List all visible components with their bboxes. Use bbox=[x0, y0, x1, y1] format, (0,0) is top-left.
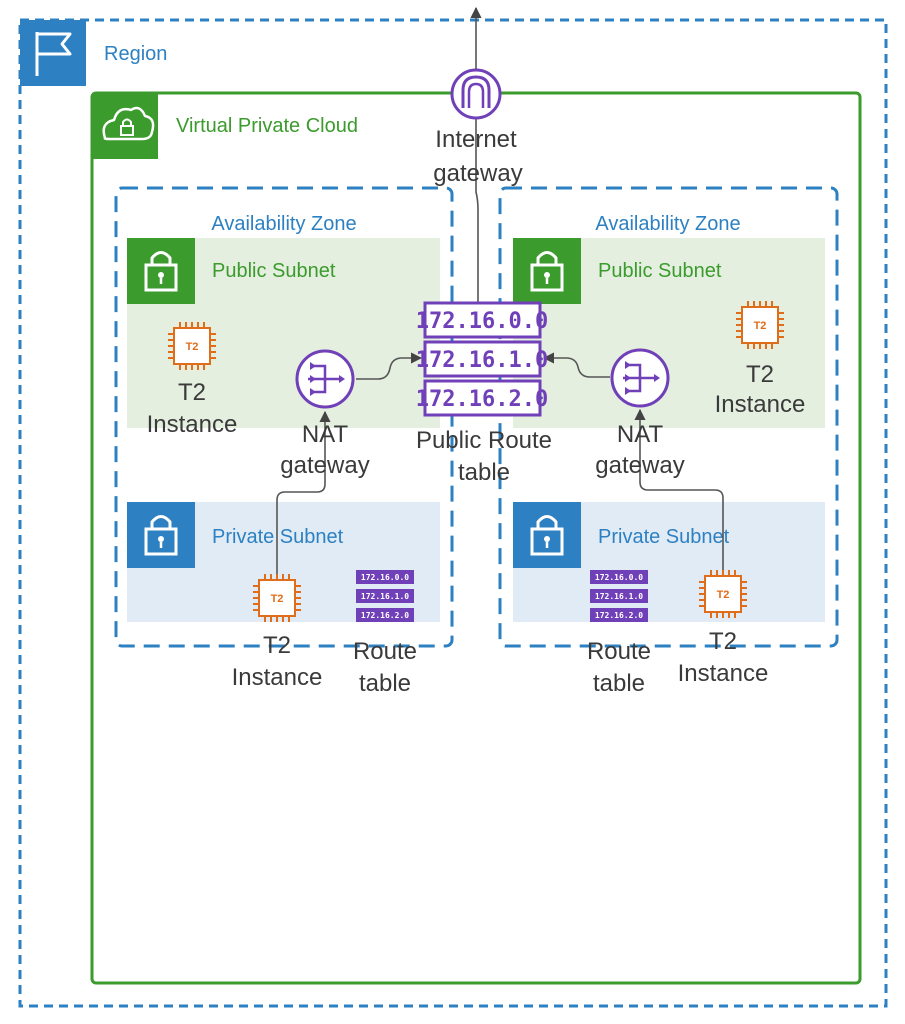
vpc-cloud-icon bbox=[92, 93, 158, 159]
instance-left-private-label-2: Instance bbox=[232, 664, 323, 691]
lock-icon bbox=[513, 238, 581, 304]
instance-right-private-label-1: T2 bbox=[709, 628, 737, 655]
route-table-left: 172.16.0.0 172.16.1.0 172.16.2.0 Route t… bbox=[353, 570, 417, 697]
public-route-table-label-1: Public Route bbox=[416, 427, 552, 454]
nat-gateway-icon bbox=[610, 348, 670, 408]
az-left-private-subnet-label: Private Subnet bbox=[212, 526, 344, 548]
route-entry: 172.16.2.0 bbox=[595, 611, 643, 620]
instance-left-private: T2 T2 Instance bbox=[232, 574, 323, 691]
internet-gateway-label-2: gateway bbox=[433, 160, 522, 187]
instance-left-public: T2 T2 Instance bbox=[147, 322, 238, 438]
instance-left-private-label-1: T2 bbox=[263, 632, 291, 659]
route-entry: 172.16.1.0 bbox=[361, 592, 409, 601]
vpc-label: Virtual Private Cloud bbox=[176, 115, 358, 137]
az-left-public-subnet-label: Public Subnet bbox=[212, 260, 336, 282]
region-group: Region bbox=[18, 18, 888, 1008]
region-label: Region bbox=[104, 43, 167, 65]
nat-gateway-right: NAT gateway bbox=[595, 348, 685, 479]
ec2-chip-label: T2 bbox=[271, 593, 284, 605]
az-left-boundary bbox=[114, 186, 454, 648]
instance-left-public-label-2: Instance bbox=[147, 411, 238, 438]
connector-left-nat-to-rt bbox=[356, 352, 423, 380]
route-table-icon: 172.16.0.0 172.16.1.0 172.16.2.0 bbox=[356, 570, 414, 622]
lock-icon bbox=[127, 502, 195, 568]
ec2-chip-label: T2 bbox=[754, 320, 767, 332]
nat-gateway-icon bbox=[295, 349, 355, 409]
az-right-boundary bbox=[498, 186, 839, 648]
nat-gateway-left: NAT gateway bbox=[280, 349, 370, 479]
internet-gateway-label-1: Internet bbox=[435, 126, 517, 153]
route-table-right-label-1: Route bbox=[587, 638, 651, 665]
az-left-label: Availability Zone bbox=[211, 213, 356, 235]
internet-gateway: Internet gateway bbox=[433, 68, 523, 187]
region-boundary bbox=[18, 18, 888, 1008]
internet-gateway-icon bbox=[450, 68, 502, 120]
ec2-chip-label: T2 bbox=[186, 341, 199, 353]
route-table-icon: 172.16.0.0 172.16.1.0 172.16.2.0 bbox=[590, 570, 648, 622]
public-route-entry: 172.16.1.0 bbox=[416, 348, 548, 373]
instance-left-public-label-1: T2 bbox=[178, 379, 206, 406]
route-table-left-label-2: table bbox=[359, 670, 411, 697]
instance-right-public-label-2: Instance bbox=[715, 391, 806, 418]
nat-gateway-right-label-1: NAT bbox=[617, 421, 664, 448]
route-entry: 172.16.1.0 bbox=[595, 592, 643, 601]
instance-right-private-label-2: Instance bbox=[678, 660, 769, 687]
az-right-public-subnet-label: Public Subnet bbox=[598, 260, 722, 282]
connectors bbox=[276, 6, 724, 574]
nat-gateway-left-label-1: NAT bbox=[302, 421, 349, 448]
ec2-chip-icon bbox=[699, 570, 747, 618]
ec2-chip-icon bbox=[168, 322, 216, 370]
route-table-right-label-2: table bbox=[593, 670, 645, 697]
az-right-label: Availability Zone bbox=[595, 213, 740, 235]
route-table-right: 172.16.0.0 172.16.1.0 172.16.2.0 Route t… bbox=[587, 570, 651, 697]
public-route-table: 172.16.0.0 172.16.1.0 172.16.2.0 Public … bbox=[416, 301, 552, 486]
instance-right-public: T2 T2 Instance bbox=[715, 301, 806, 418]
region-flag-icon bbox=[20, 20, 86, 86]
connector-left-private-to-nat bbox=[276, 410, 331, 574]
nat-gateway-right-label-2: gateway bbox=[595, 452, 684, 479]
instance-right-private: T2 T2 Instance bbox=[678, 570, 769, 687]
connector-right-nat-to-rt bbox=[542, 352, 610, 378]
ec2-chip-icon bbox=[736, 301, 784, 349]
public-route-entry: 172.16.0.0 bbox=[416, 309, 548, 334]
public-route-entry: 172.16.2.0 bbox=[416, 387, 548, 412]
az-right: Availability Zone Public Subnet Private … bbox=[498, 186, 839, 648]
route-table-left-label-1: Route bbox=[353, 638, 417, 665]
route-entry: 172.16.0.0 bbox=[361, 573, 409, 582]
ec2-chip-label: T2 bbox=[717, 589, 730, 601]
connector-right-private-to-nat bbox=[634, 408, 724, 570]
nat-gateway-left-label-2: gateway bbox=[280, 452, 369, 479]
instance-right-public-label-1: T2 bbox=[746, 361, 774, 388]
az-right-private-subnet-label: Private Subnet bbox=[598, 526, 730, 548]
route-entry: 172.16.0.0 bbox=[595, 573, 643, 582]
public-route-table-label-2: table bbox=[458, 459, 510, 486]
ec2-chip-icon bbox=[253, 574, 301, 622]
connector-rt-to-internet bbox=[470, 6, 482, 303]
public-route-table-icon: 172.16.0.0 172.16.1.0 172.16.2.0 bbox=[416, 301, 548, 417]
lock-icon bbox=[513, 502, 581, 568]
route-entry: 172.16.2.0 bbox=[361, 611, 409, 620]
lock-icon bbox=[127, 238, 195, 304]
